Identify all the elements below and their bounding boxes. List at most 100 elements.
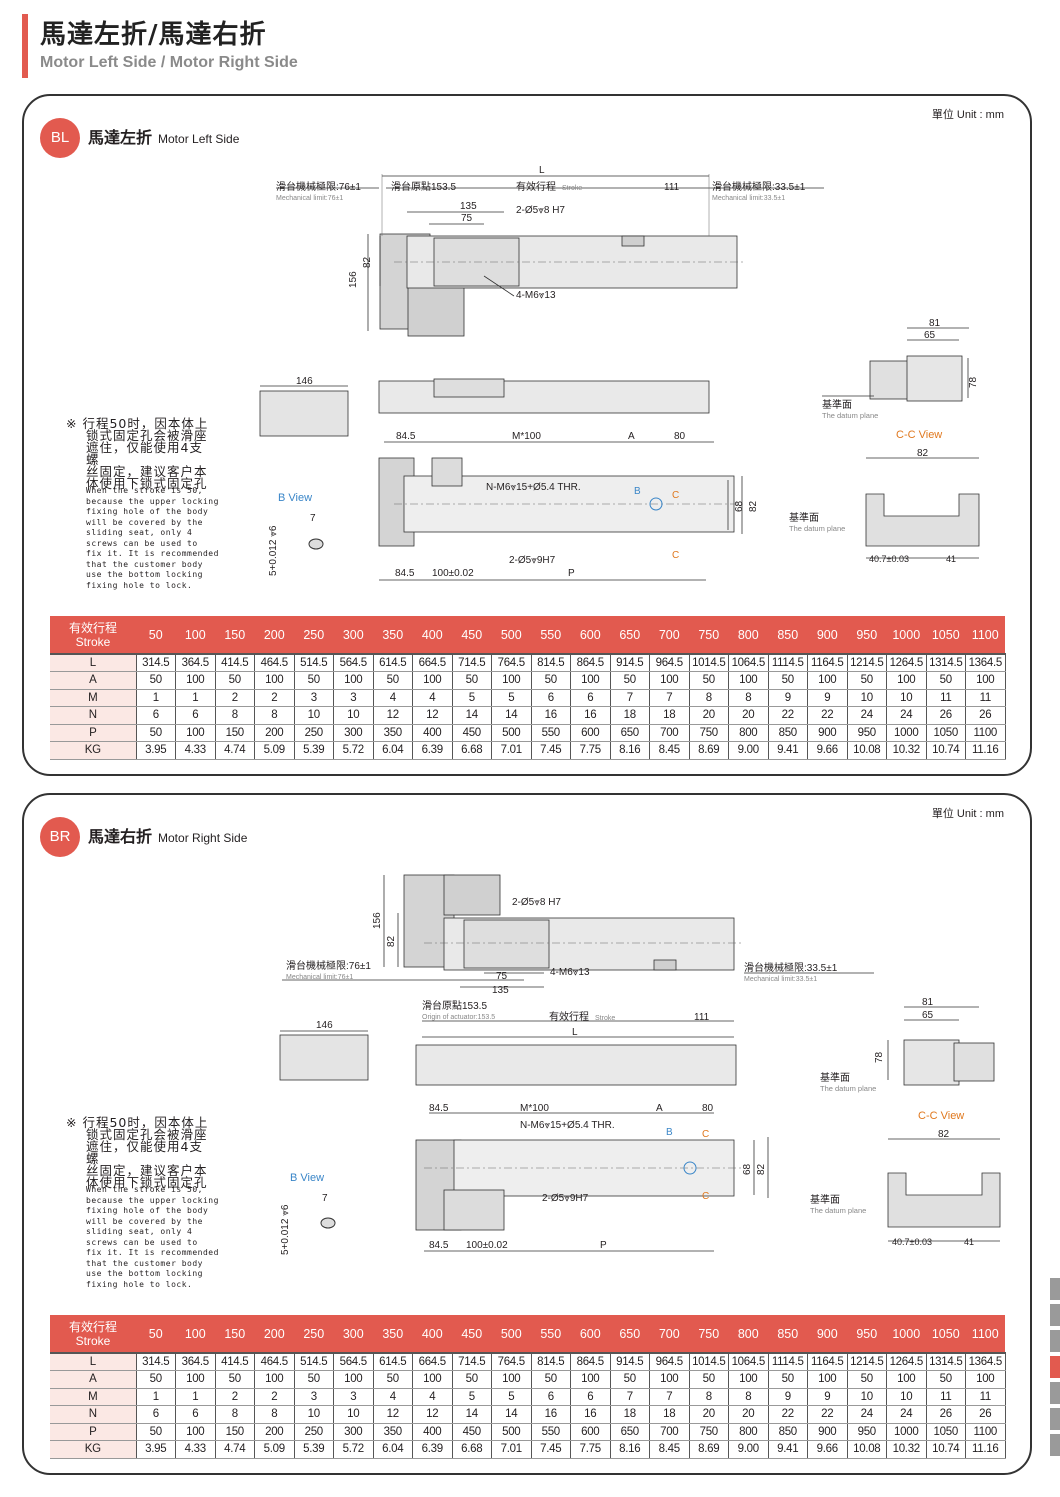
side-tab[interactable]: [1050, 1304, 1060, 1326]
dimension-label: 7: [322, 1193, 328, 1204]
table-cell: 50: [215, 671, 255, 690]
side-tab[interactable]: [1050, 1408, 1060, 1430]
table-cell: 11: [965, 689, 1006, 707]
table-cell: 7.01: [491, 1440, 532, 1459]
note-en-line: sliding seat, only 4: [86, 1227, 193, 1236]
note-en-line: because the upper locking: [86, 1195, 219, 1205]
note-cn-line: 锁式固定孔会被滑座: [86, 428, 208, 443]
dim-82: 82: [362, 256, 373, 268]
table-cell: 750: [689, 724, 729, 742]
table-cell: 7: [649, 689, 690, 707]
end-bracket: [653, 959, 677, 971]
side-tab[interactable]: [1050, 1278, 1060, 1300]
stroke-en: Stroke: [595, 1015, 615, 1022]
dimension-label: 40.7±0.03: [892, 1237, 932, 1247]
table-cell: 8: [728, 1388, 769, 1406]
dimension-label: 111: [694, 1012, 710, 1023]
table-cell: 9.00: [728, 1440, 769, 1459]
table-cell: 16: [531, 706, 571, 725]
side-index-tabs[interactable]: [1050, 1278, 1060, 1460]
table-cell: 20: [728, 706, 769, 725]
table-cell: 900: [807, 1423, 848, 1441]
note-en-line: that the customer body: [86, 559, 203, 569]
table-cell: 50: [452, 671, 492, 690]
stroke-note-en: When the stroke is 50,because the upper …: [86, 486, 236, 591]
table-cell: 850: [768, 724, 808, 742]
table-cell: 7.45: [531, 1440, 571, 1459]
table-cell: 100: [254, 1370, 295, 1389]
table-cell: 100: [412, 1370, 453, 1389]
table-cell: 50: [136, 1370, 176, 1389]
table-cell: 10.08: [847, 1440, 887, 1459]
stroke-col-header: 1050: [926, 1315, 966, 1353]
dimension-label: 84.5: [429, 1240, 449, 1251]
table-cell: 564.5: [333, 653, 374, 672]
table-cell: 964.5: [649, 1352, 690, 1371]
actuator-side-view: [415, 1044, 737, 1086]
stroke-col-header: 550: [531, 1315, 571, 1353]
table-cell: 50: [847, 671, 887, 690]
dimension-label: 111: [664, 182, 680, 193]
table-cell: 8.45: [649, 741, 690, 760]
table-cell: 5.72: [333, 1440, 374, 1459]
table-cell: 20: [728, 1405, 769, 1424]
table-cell: 4: [373, 689, 413, 707]
table-cell: 10.32: [886, 741, 927, 760]
side-tab[interactable]: [1050, 1330, 1060, 1352]
dimension-label: 40.7±0.03: [869, 554, 909, 564]
table-cell: 11.16: [965, 741, 1006, 760]
note-en-line: because the upper locking: [86, 496, 219, 506]
datum-en: The datum plane: [820, 1084, 876, 1093]
side-tab[interactable]: [1050, 1382, 1060, 1404]
table-cell: 814.5: [531, 653, 571, 672]
stroke-col-header: 400: [412, 616, 452, 654]
table-cell: 8.16: [610, 1440, 650, 1459]
table-cell: 614.5: [373, 653, 413, 672]
table-cell: 200: [254, 1423, 295, 1441]
table-cell: 514.5: [294, 653, 334, 672]
table-cell: 314.5: [136, 1352, 176, 1371]
table-cell: 7.75: [570, 1440, 611, 1459]
mech-left-en: Mechanical limit:76±1: [286, 974, 353, 981]
table-cell: 5: [491, 1388, 532, 1406]
stroke-col-header: 850: [768, 616, 808, 654]
table-cell: 800: [728, 1423, 769, 1441]
table-cell: 8.45: [649, 1440, 690, 1459]
table-cell: 664.5: [412, 653, 453, 672]
table-cell: 100: [254, 671, 295, 690]
table-cell: 50: [294, 1370, 334, 1389]
stroke-col-header: 900: [807, 616, 847, 654]
section-badge: BL: [40, 118, 80, 158]
c-marker: C: [702, 1129, 709, 1140]
dimension-label: 135: [492, 985, 509, 996]
side-tab[interactable]: [1050, 1434, 1060, 1456]
table-cell: 22: [807, 706, 848, 725]
table-cell: 5.09: [254, 741, 295, 760]
side-tab-active[interactable]: [1050, 1356, 1060, 1378]
end-view-body: [903, 1039, 960, 1086]
table-cell: 8.69: [689, 741, 729, 760]
dimension-label: 滑台機械極限:33.5±1: [712, 180, 806, 193]
stroke-col-header: 150: [215, 1315, 255, 1353]
table-cell: 4.33: [175, 1440, 216, 1459]
unit-label: 單位 Unit : mm: [931, 109, 1004, 121]
table-cell: 9: [768, 1388, 808, 1406]
table-cell: 10.08: [847, 741, 887, 760]
stroke-col-header: 400: [412, 1315, 452, 1353]
note-cn-line: 锁式固定孔会被滑座: [86, 1127, 208, 1142]
dim-78: 78: [968, 376, 979, 388]
mech-right-en: Mechanical limit:33.5±1: [712, 195, 785, 202]
section-title-cn: 馬達左折: [88, 128, 153, 147]
c-marker: C: [672, 490, 679, 501]
table-cell: 700: [649, 724, 690, 742]
table-cell: 12: [373, 706, 413, 725]
table-cell: 864.5: [570, 1352, 611, 1371]
c-marker: C: [702, 1191, 709, 1202]
dim-68: 68: [734, 500, 745, 512]
note-cn-line: 丝固定，建议客户本: [86, 464, 208, 479]
table-cell: 1314.5: [926, 1352, 966, 1371]
hole-callout: 2-Ø5⩔9H7: [509, 555, 556, 566]
c-marker: C: [672, 550, 679, 561]
table-cell: 8: [254, 1405, 295, 1424]
table-cell: 8: [689, 1388, 729, 1406]
